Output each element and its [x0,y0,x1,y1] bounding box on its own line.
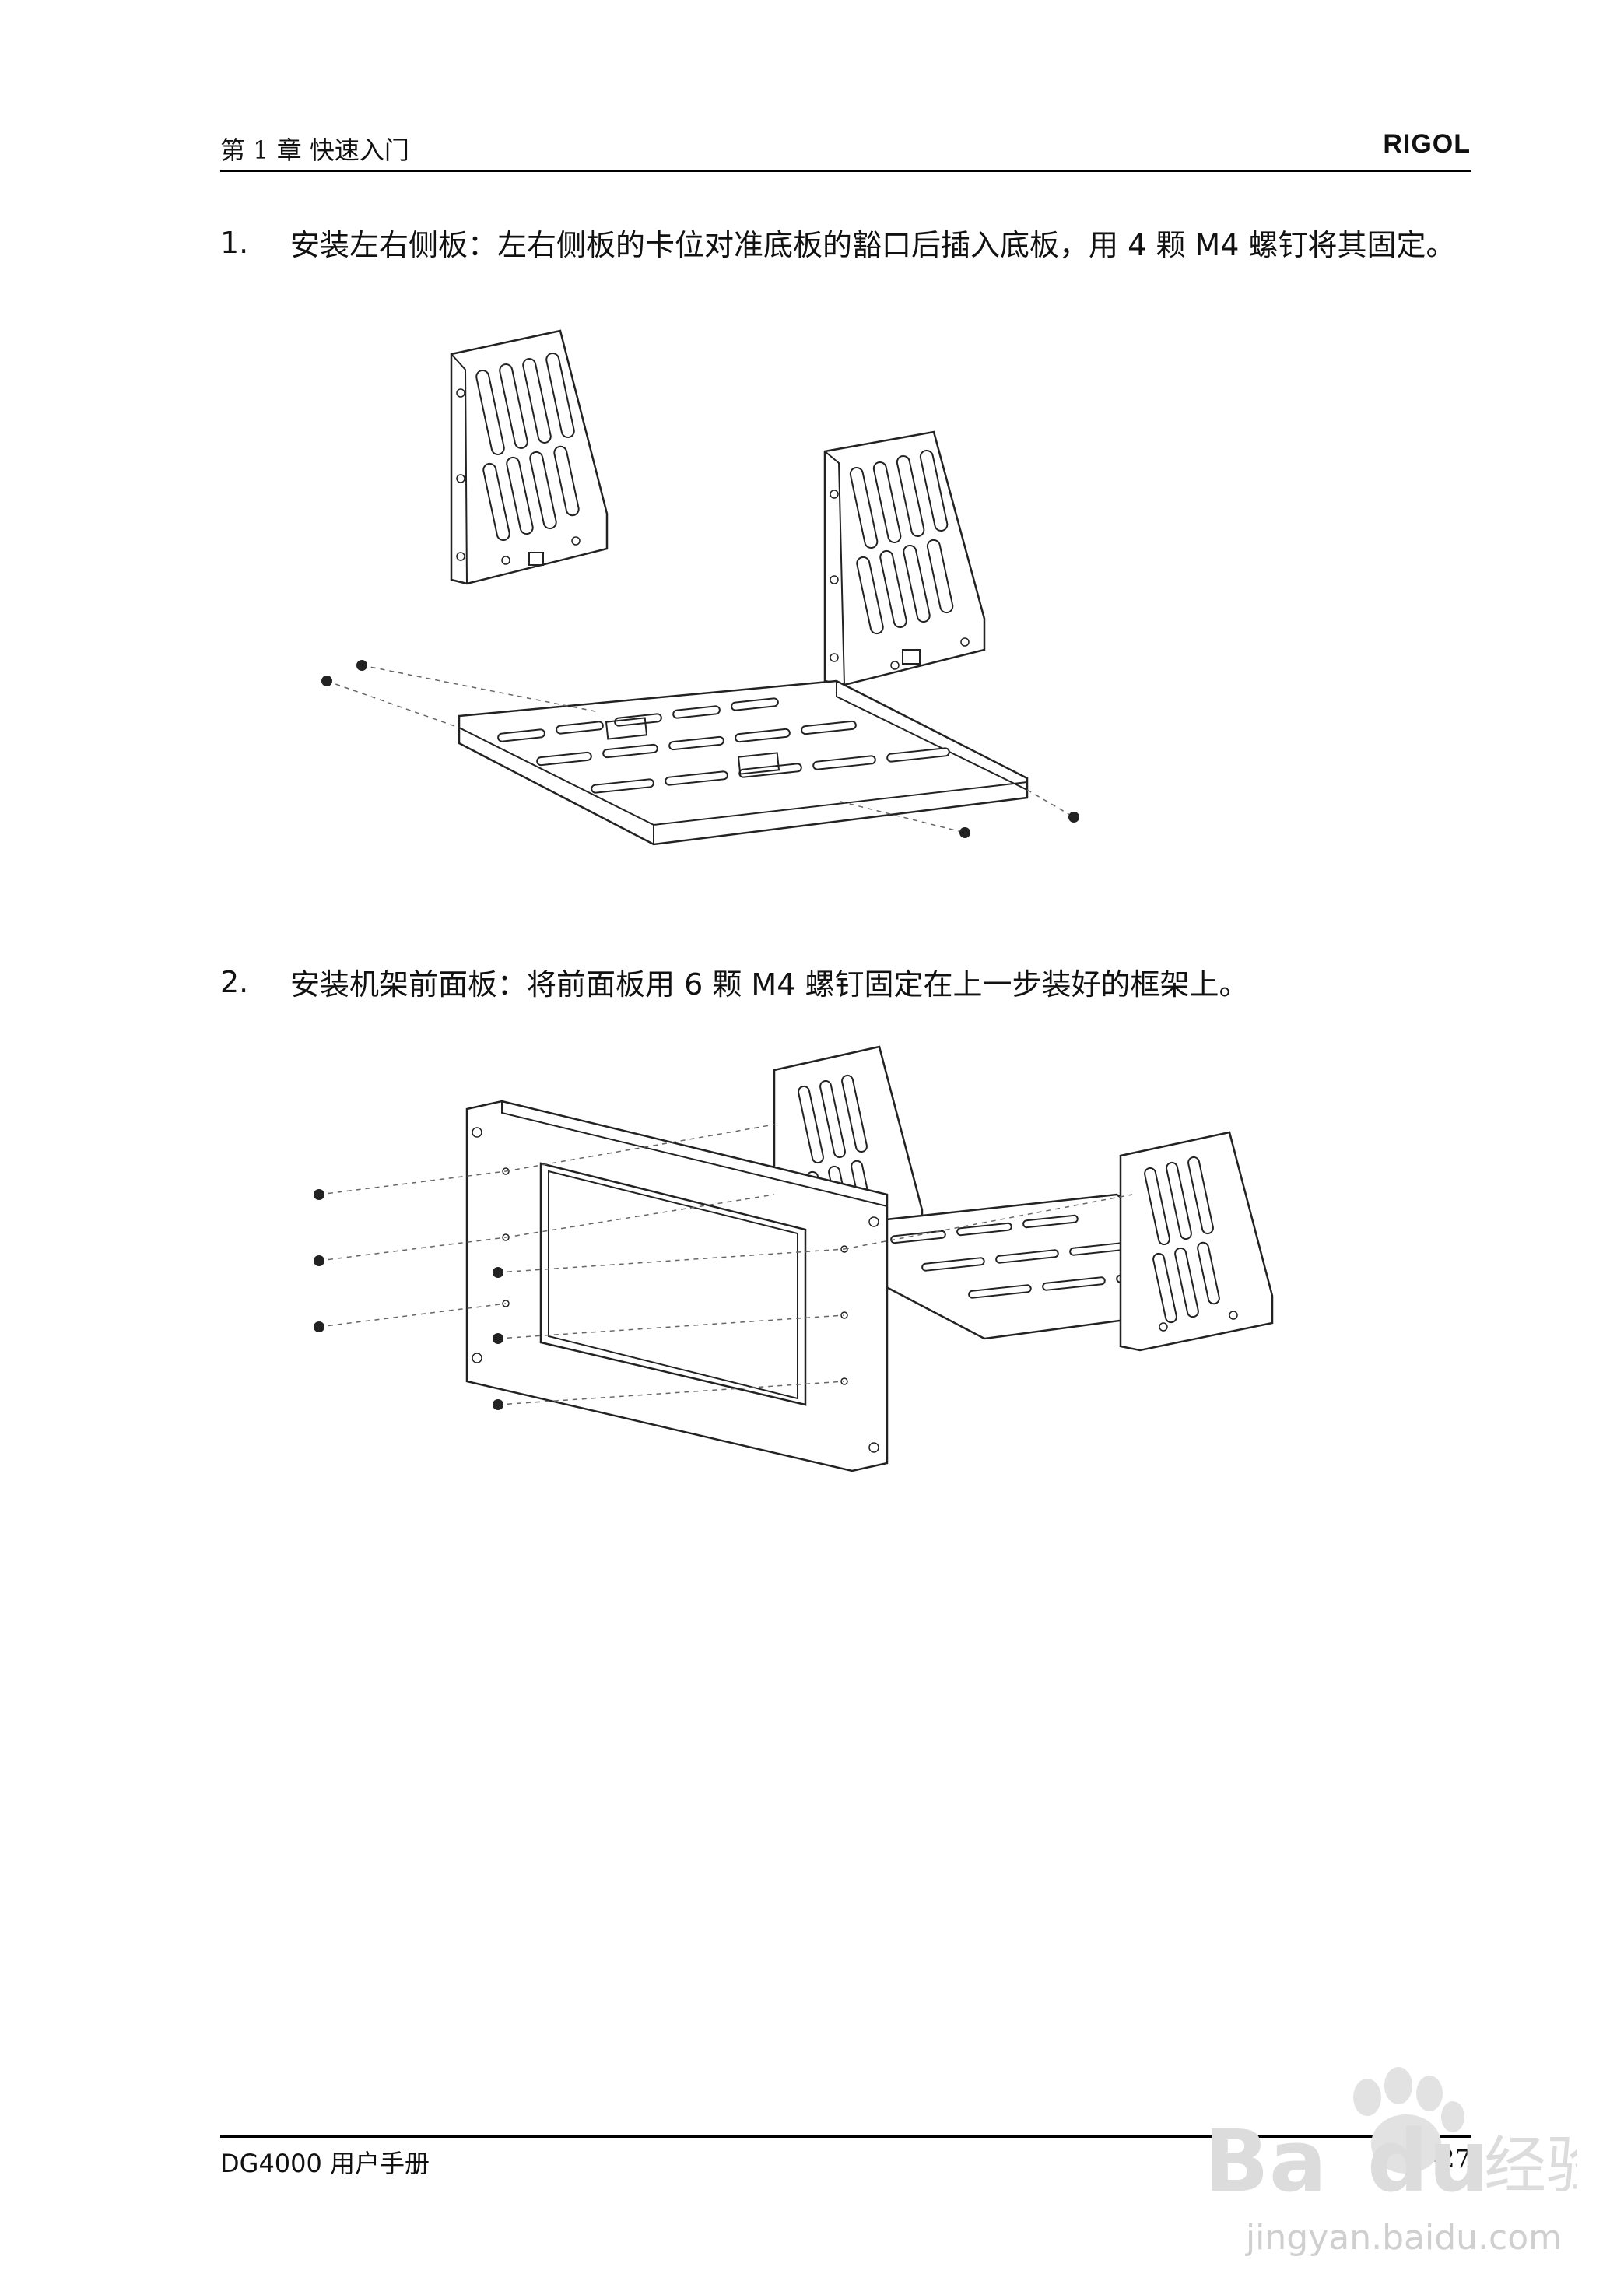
left-side-panel [450,329,609,585]
assembled-frame [773,1045,1274,1352]
manual-title: DG4000 用户手册 [220,2149,430,2178]
step-2-text: 安装机架前面板：将前面板用 6 颗 M4 螺钉固定在上一步装好的框架上。 [290,967,1249,1002]
svg-text:du: du [1367,2111,1489,2210]
baidu-paw-logo-icon: Ba du 经验 [1204,2067,1577,2210]
step-1-text: 安装左右侧板：左右侧板的卡位对准底板的豁口后插入底板，用 4 颗 M4 螺钉将其… [290,228,1456,262]
watermark-url: jingyan.baidu.com [1245,2218,1562,2258]
svg-text:经验: 经验 [1484,2129,1577,2202]
footer-rule [220,2135,1471,2138]
chapter-title: 第 1 章 快速入门 [220,135,409,165]
right-side-panel [823,430,986,686]
svg-text:Ba: Ba [1204,2111,1327,2210]
front-panel [465,1100,889,1472]
screws-m4 [321,660,1079,838]
brand-logo: RIGOL [1383,129,1471,159]
step-2-number: 2. [220,965,249,999]
watermark: Ba du 经验 jingyan.baidu.com [1173,2055,1577,2288]
header-rule [220,170,1471,172]
figure-side-panels-install [321,329,1079,846]
bottom-tray [458,679,1029,846]
screws-m4 [314,1124,1133,1410]
figure-front-panel-install [314,1045,1274,1472]
step-1-number: 1. [220,226,249,260]
